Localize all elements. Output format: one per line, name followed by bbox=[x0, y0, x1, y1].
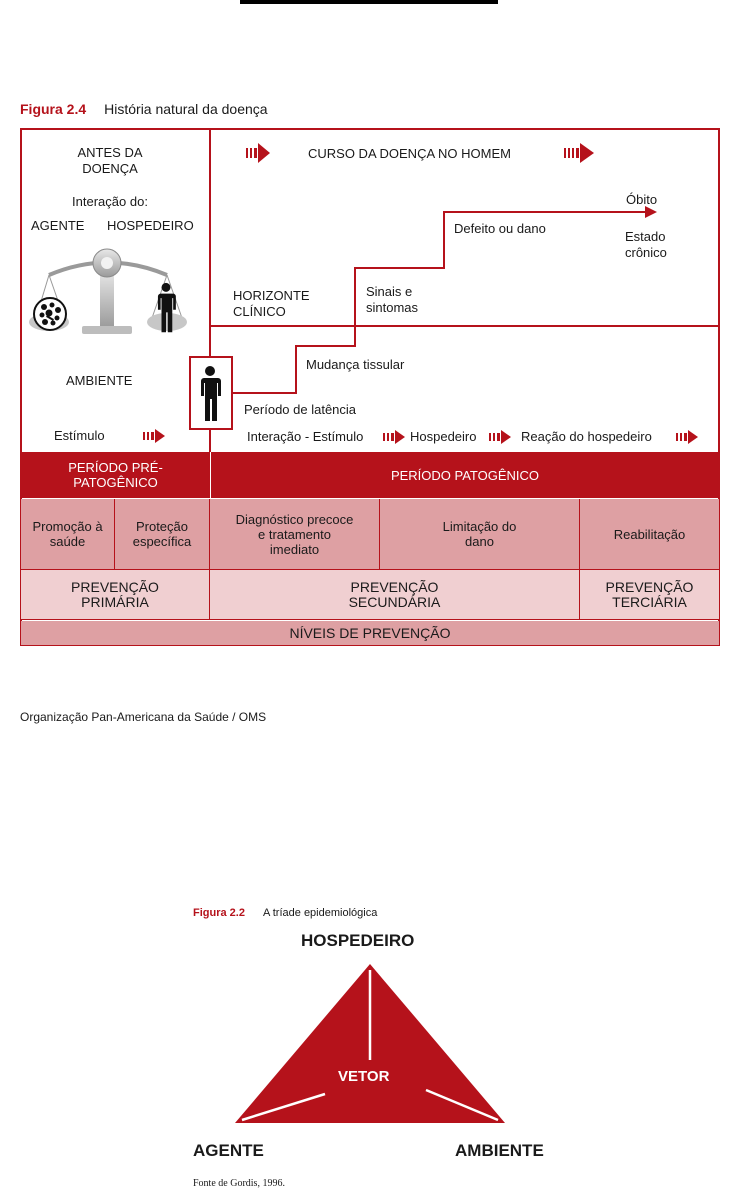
death-label: Óbito bbox=[626, 192, 658, 207]
bacteria-icon bbox=[33, 297, 67, 331]
seq-reaction: Reação do hospedeiro bbox=[521, 429, 652, 444]
figure-2-2-source: Fonte de Gordis, 1996. bbox=[193, 1178, 285, 1189]
figure-2-4-source: Organização Pan-Americana da Saúde / OMS bbox=[20, 710, 267, 724]
epidemiological-triad bbox=[235, 964, 505, 1123]
latency-label: Período de latência bbox=[244, 402, 357, 417]
figure-title: A tríade epidemiológica bbox=[262, 907, 378, 919]
health-promotion-cell: Promoção à saúde bbox=[21, 499, 115, 570]
figure-2-2-caption: Figura 2.2 A tríade epidemiológica bbox=[193, 907, 377, 919]
figure-title: História natural da doença bbox=[104, 101, 268, 117]
person-icon bbox=[201, 366, 221, 421]
early-diagnosis-cell: Diagnóstico precoce e tratamento imediat… bbox=[210, 499, 380, 570]
tertiary-prevention-cell: PREVENÇÃO TERCIÁRIA bbox=[580, 570, 719, 620]
arrow-right-icon bbox=[246, 143, 270, 163]
top-black-bar bbox=[240, 0, 498, 4]
arrow-right-icon bbox=[143, 429, 165, 443]
secondary-prevention-cell: PREVENÇÃO SECUNDÁRIA bbox=[210, 570, 580, 620]
triad-agent-label: AGENTE bbox=[193, 1141, 264, 1160]
triad-vector-label: VETOR bbox=[338, 1068, 390, 1085]
triad-host-label: HOSPEDEIRO bbox=[301, 931, 415, 950]
pre-pathogenic-period: PERÍODO PRÉ-PATOGÊNICO bbox=[21, 452, 210, 498]
clinical-horizon-label: HORIZONTE CLÍNICO bbox=[233, 288, 310, 319]
figure-2-4-caption: Figura 2.4 História natural da doença bbox=[20, 101, 268, 117]
tissue-change-label: Mudança tissular bbox=[306, 357, 405, 372]
host-person-icon bbox=[157, 282, 176, 333]
triad-environment-label: AMBIENTE bbox=[455, 1141, 544, 1160]
arrow-right-icon bbox=[676, 430, 698, 444]
course-label: CURSO DA DOENÇA NO HOMEM bbox=[308, 146, 511, 161]
host-label: HOSPEDEIRO bbox=[107, 218, 194, 233]
figure-number: Figura 2.2 bbox=[193, 907, 245, 919]
specific-protection-cell: Proteção específica bbox=[115, 499, 210, 570]
signs-label: Sinais e sintomas bbox=[366, 284, 419, 315]
defect-label: Defeito ou dano bbox=[454, 221, 546, 236]
primary-prevention-cell: PREVENÇÃO PRIMÁRIA bbox=[21, 570, 210, 620]
arrow-right-icon bbox=[564, 143, 594, 163]
agent-label: AGENTE bbox=[31, 218, 85, 233]
stimulus-label: Estímulo bbox=[54, 428, 105, 443]
damage-limitation-cell: Limitação do dano bbox=[380, 499, 580, 570]
chronic-label: Estado crônico bbox=[625, 229, 667, 260]
natural-history-diagram bbox=[20, 128, 720, 646]
arrow-right-icon bbox=[383, 430, 405, 444]
pathogenic-period: PERÍODO PATOGÊNICO bbox=[211, 452, 719, 498]
rehabilitation-cell: Reabilitação bbox=[580, 499, 719, 570]
figure-number: Figura 2.4 bbox=[20, 101, 87, 117]
prevention-levels-bar: NÍVEIS DE PREVENÇÃO bbox=[21, 621, 719, 645]
seq-host: Hospedeiro bbox=[410, 429, 477, 444]
interaction-label: Interação do: bbox=[72, 194, 148, 209]
arrow-right-icon bbox=[489, 430, 511, 444]
before-disease-label: ANTES DA DOENÇA bbox=[77, 145, 143, 176]
seq-interaction: Interação - Estímulo bbox=[247, 429, 364, 444]
arrow-right-icon bbox=[645, 206, 657, 218]
environment-label: AMBIENTE bbox=[66, 373, 133, 388]
